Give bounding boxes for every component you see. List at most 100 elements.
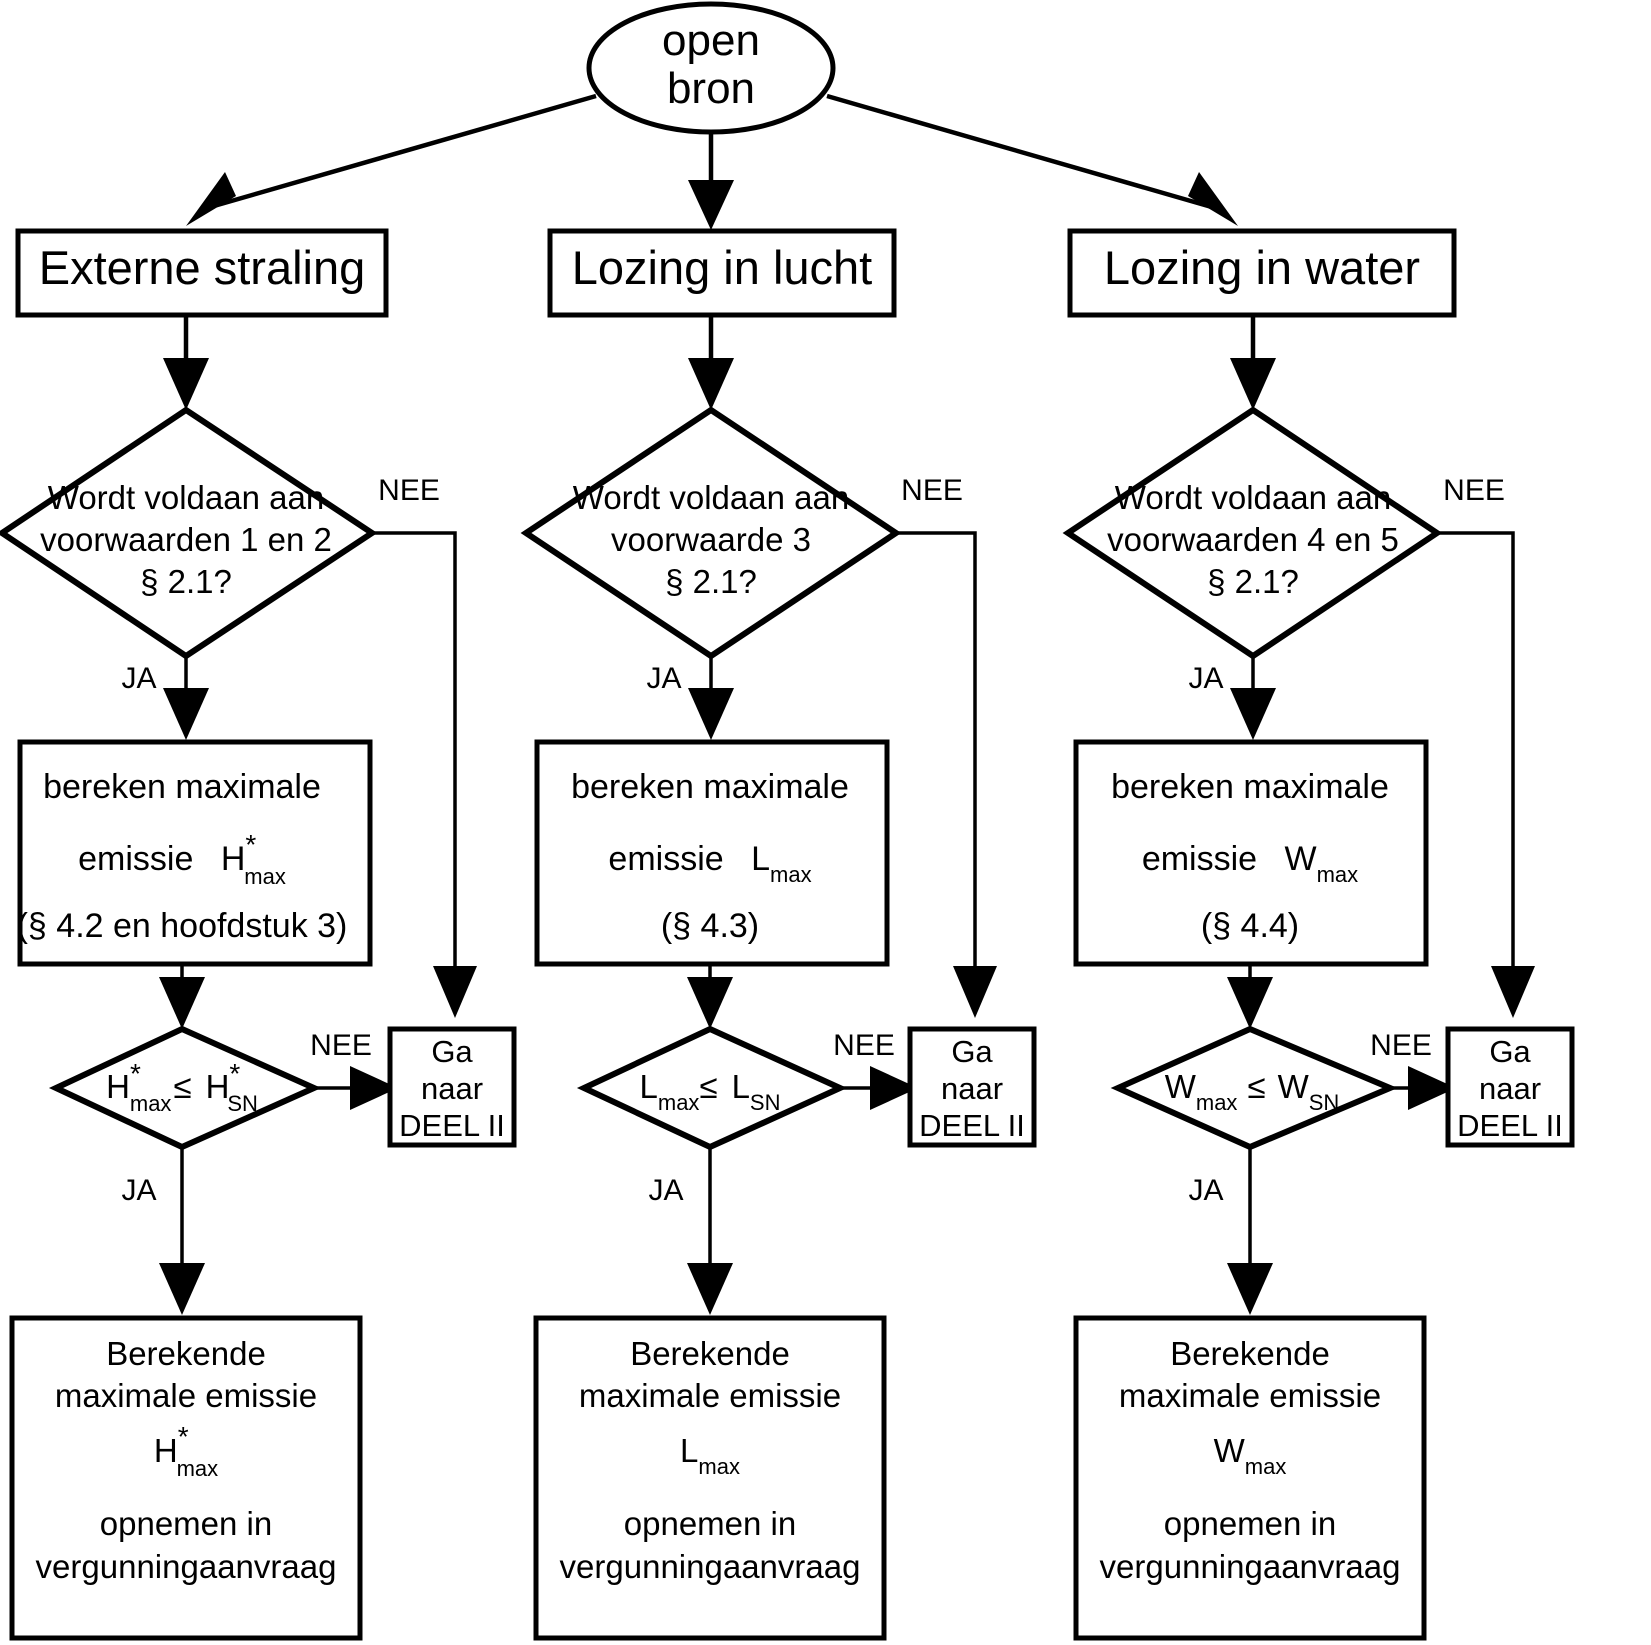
right-decision-yes-branch: JA (1188, 656, 1276, 740)
result-line1: Berekende (630, 1335, 790, 1372)
result-box-l[interactable]: Berekende maximale emissie Lmax opnemen … (533, 1315, 887, 1641)
result-symbol-sub: max (698, 1454, 740, 1479)
middle-compare-no-branch: NEE (833, 1029, 918, 1110)
yes-label: JA (121, 662, 156, 695)
result-box-h[interactable]: Berekende maximale emissie H*max opnemen… (9, 1315, 363, 1641)
left-decision-yes-branch: JA (121, 656, 209, 740)
compare-expression: Lmax≤LSN (640, 1068, 781, 1115)
goto-deel-ii-left[interactable]: Ga naar DEEL II (387, 1026, 517, 1148)
result-line2: maximale emissie (1119, 1377, 1381, 1414)
left-compare-no-branch: NEE (310, 1029, 398, 1110)
process-symbol-line: emissie H* max (78, 829, 286, 889)
middle-header-to-decision-connector (688, 315, 734, 410)
process-bereken-maximale-emissie-h[interactable]: bereken maximale emissie H* max (§ 4.2 en… (17, 739, 373, 967)
compare-lmax-lsn[interactable]: Lmax≤LSN (576, 1025, 848, 1151)
decision-line2: voorwaarden 1 en 2 (40, 521, 332, 558)
result-line4: vergunningaanvraag (36, 1548, 337, 1585)
process-line3: (§ 4.2 en hoofdstuk 3) (17, 907, 348, 945)
no-label: NEE (901, 474, 963, 507)
goto-line2: naar (941, 1071, 1003, 1106)
left-header-to-decision-connector (163, 315, 209, 410)
yes-label: JA (648, 1174, 683, 1207)
process-symbol-sub: max (244, 864, 286, 889)
compare-operator: ≤ (173, 1068, 191, 1105)
result-line4: vergunningaanvraag (560, 1548, 861, 1585)
header-label: Lozing in water (1104, 241, 1420, 294)
result-symbol: Lmax (680, 1432, 740, 1479)
decision-line2: voorwaarden 4 en 5 (1107, 521, 1399, 558)
result-box-w[interactable]: Berekende maximale emissie Wmax opnemen … (1073, 1315, 1427, 1641)
decision-line1: Wordt voldaan aan (573, 479, 849, 516)
yes-label: JA (121, 1174, 156, 1207)
goto-line3: DEEL II (919, 1108, 1025, 1143)
goto-line3: DEEL II (399, 1108, 505, 1143)
left-compare-yes-branch: JA (121, 1147, 205, 1315)
process-line1: bereken maximale (571, 768, 849, 806)
compare-left-sub: max (1196, 1090, 1238, 1115)
compare-expression: Wmax≤WSN (1165, 1068, 1340, 1115)
goto-line3: DEEL II (1457, 1108, 1563, 1143)
process-symbol-base: L (751, 840, 770, 878)
start-label-line2: bron (667, 64, 755, 113)
start-to-middle-connector (688, 134, 734, 230)
decision-line2: voorwaarde 3 (611, 521, 811, 558)
start-label-line1: open (662, 16, 760, 65)
decision-line1: Wordt voldaan aan (1115, 479, 1391, 516)
process-symbol-base: H (221, 840, 246, 878)
process-symbol-line: emissie Wmax (1142, 840, 1358, 887)
right-header-to-decision-connector (1230, 315, 1276, 410)
compare-hmax-hsn[interactable]: H*max≤H*SN (48, 1025, 322, 1151)
process-line2-prefix: emissie (78, 840, 193, 878)
process-line1: bereken maximale (43, 768, 321, 806)
compare-operator: ≤ (699, 1068, 717, 1105)
compare-right-sub: SN (1309, 1090, 1340, 1115)
process-line3: (§ 4.4) (1201, 907, 1299, 945)
right-process-to-compare-connector (1227, 964, 1273, 1029)
compare-left-sup: * (130, 1058, 141, 1089)
compare-right-sup: * (229, 1058, 240, 1089)
result-symbol-sub: max (177, 1456, 219, 1481)
middle-decision-no-branch: NEE (896, 474, 997, 1018)
column-header-lozing-in-water[interactable]: Lozing in water (1067, 228, 1457, 318)
decision-voorwaarde-3[interactable]: Wordt voldaan aan voorwaarde 3 § 2.1? (520, 406, 902, 660)
compare-right-base: L (732, 1068, 750, 1105)
compare-left-base: L (640, 1068, 658, 1105)
result-symbol-sup: * (178, 1421, 189, 1452)
result-symbol-sub: max (1245, 1454, 1287, 1479)
goto-line1: Ga (431, 1034, 473, 1069)
column-header-externe-straling[interactable]: Externe straling (15, 228, 389, 318)
left-decision-no-branch: NEE (372, 474, 477, 1018)
process-bereken-maximale-emissie-l[interactable]: bereken maximale emissie Lmax (§ 4.3) (534, 739, 890, 967)
compare-left-sub: max (658, 1090, 700, 1115)
compare-left-base: W (1165, 1068, 1197, 1105)
middle-decision-yes-branch: JA (646, 656, 734, 740)
process-symbol-line: emissie Lmax (608, 840, 811, 887)
process-line1: bereken maximale (1111, 768, 1389, 806)
result-line2: maximale emissie (579, 1377, 841, 1414)
process-bereken-maximale-emissie-w[interactable]: bereken maximale emissie Wmax (§ 4.4) (1073, 739, 1429, 967)
result-symbol: H* max (154, 1421, 218, 1481)
result-symbol-base: L (680, 1432, 698, 1469)
header-label: Externe straling (39, 241, 366, 294)
header-label: Lozing in lucht (572, 241, 872, 294)
decision-voorwaarden-1-en-2[interactable]: Wordt voldaan aan voorwaarden 1 en 2 § 2… (0, 406, 378, 660)
compare-right-base: H (206, 1068, 230, 1105)
process-line2-prefix: emissie (1142, 840, 1257, 878)
yes-label: JA (1188, 662, 1223, 695)
goto-line1: Ga (951, 1034, 993, 1069)
goto-deel-ii-middle[interactable]: Ga naar DEEL II (907, 1026, 1037, 1148)
process-symbol-sup: * (245, 829, 256, 860)
column-header-lozing-in-lucht[interactable]: Lozing in lucht (547, 228, 897, 318)
decision-voorwaarden-4-en-5[interactable]: Wordt voldaan aan voorwaarden 4 en 5 § 2… (1062, 406, 1443, 660)
result-line2: maximale emissie (55, 1377, 317, 1414)
left-process-to-compare-connector (159, 964, 205, 1029)
result-symbol-base: H (154, 1432, 178, 1469)
result-line1: Berekende (106, 1335, 266, 1372)
compare-left-sub: max (130, 1091, 172, 1116)
compare-left-base: H (106, 1068, 130, 1105)
compare-wmax-wsn[interactable]: Wmax≤WSN (1110, 1025, 1398, 1151)
yes-label: JA (1188, 1174, 1223, 1207)
result-symbol-base: W (1214, 1432, 1246, 1469)
goto-deel-ii-right[interactable]: Ga naar DEEL II (1445, 1026, 1575, 1148)
